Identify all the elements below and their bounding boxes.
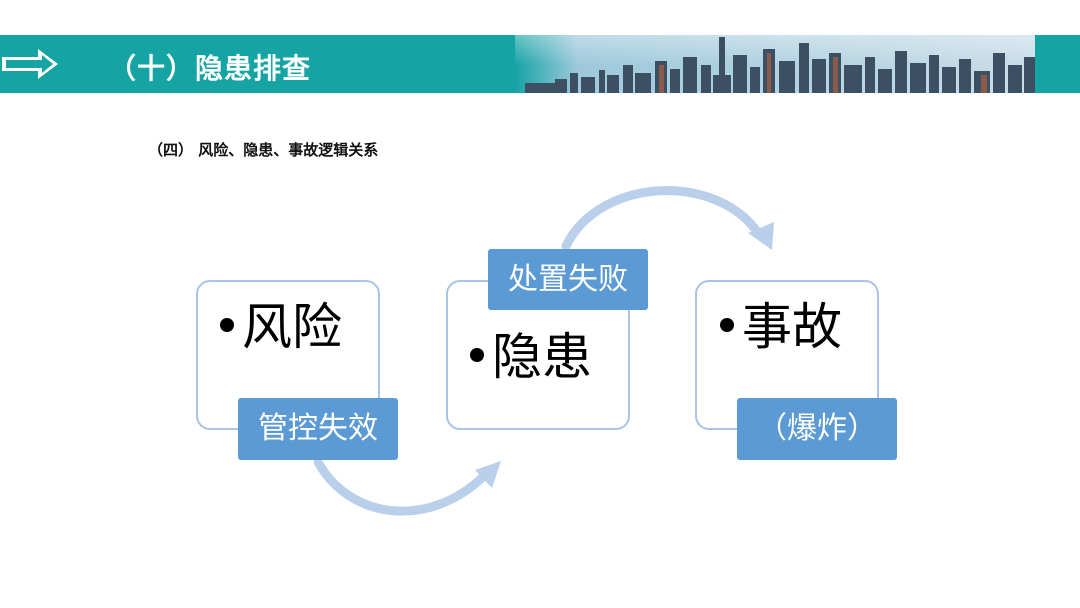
right-arrow-icon: [2, 49, 58, 79]
page-title: （十）隐患排查: [108, 52, 312, 85]
section-subtitle: （四） 风险、隐患、事故逻辑关系: [148, 141, 379, 159]
lower-curved-arrow: [313, 457, 491, 516]
accident-term: 事故: [720, 302, 842, 352]
control-failure-tag: 管控失效: [238, 398, 398, 460]
hazard-term: 隐患: [470, 332, 592, 382]
lower-arrowhead: [475, 461, 501, 488]
hazard-label: 隐患: [492, 328, 592, 386]
risk-term: 风险: [220, 302, 342, 352]
bullet-dot-icon: [720, 318, 734, 332]
explosion-tag: （爆炸）: [737, 398, 897, 460]
bullet-dot-icon: [220, 318, 234, 332]
bullet-dot-icon: [470, 348, 484, 362]
city-skyline-image: [515, 35, 1035, 93]
accident-label: 事故: [742, 298, 842, 356]
upper-arrowhead: [748, 222, 774, 250]
disposal-failure-tag: 处置失败: [488, 249, 648, 310]
risk-label: 风险: [242, 298, 342, 356]
upper-curved-arrow: [561, 186, 765, 251]
